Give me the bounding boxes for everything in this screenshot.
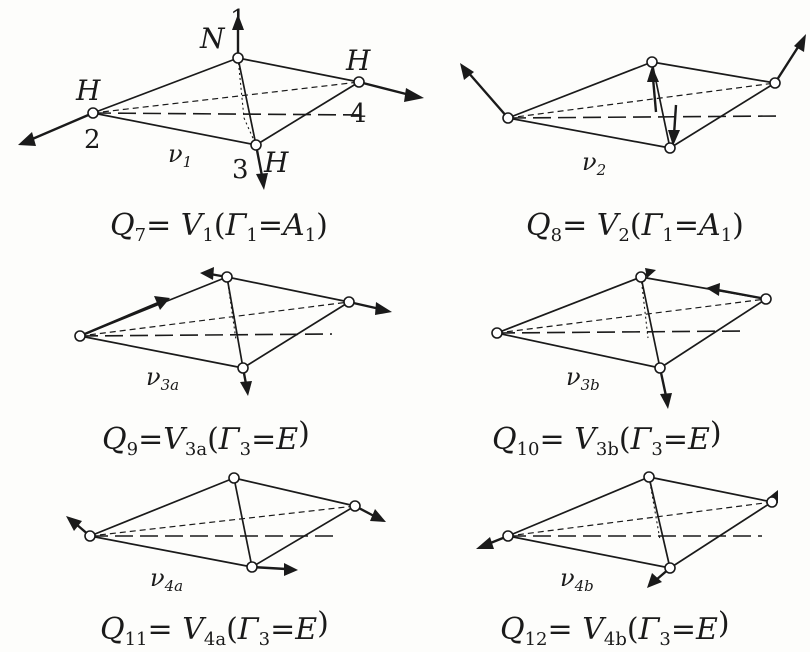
- caption-q7: Q7= V1(Γ1=A1): [110, 208, 328, 246]
- atom-h-4: [349, 500, 361, 512]
- panel-q8: ν2 Q8= V2(Γ1=A1): [460, 34, 806, 246]
- atom-h-2: [87, 107, 99, 119]
- panel-q9: ν3a Q9=V3a(Γ3=E): [74, 267, 392, 460]
- label-1: 1: [230, 5, 247, 35]
- atom-h-3: [654, 362, 666, 374]
- atom-h-2: [74, 330, 86, 342]
- mode-label-q11: ν4a: [150, 564, 183, 595]
- atom-h-4: [343, 296, 355, 308]
- atom-n: [221, 271, 233, 283]
- label-h-left: H: [75, 74, 101, 107]
- atom-n: [232, 52, 244, 64]
- atom-h-4: [769, 77, 781, 89]
- caption-q8: Q8= V2(Γ1=A1): [526, 208, 744, 246]
- atom-n: [228, 472, 240, 484]
- mode-label-q9: ν3a: [146, 363, 179, 394]
- label-n: N: [199, 22, 226, 55]
- label-3: 3: [232, 155, 249, 185]
- molecule-q7: [92, 57, 366, 146]
- atom-h-2: [491, 327, 503, 339]
- label-2: 2: [84, 125, 101, 155]
- molecule-q11: [89, 477, 356, 568]
- mode-label-q7: ν1: [168, 140, 192, 171]
- displacement-arrows-q8: [460, 34, 806, 146]
- atom-n: [635, 271, 647, 283]
- atom-n: [646, 56, 658, 68]
- molecule-q9: [79, 276, 350, 369]
- molecule-q10: [496, 276, 767, 369]
- caption-q10: Q10= V3b(Γ3=E): [492, 416, 722, 460]
- atom-h-3: [664, 562, 676, 574]
- label-4: 4: [350, 99, 367, 129]
- mode-label-q8: ν2: [582, 148, 606, 179]
- panel-q12: ν4b Q12= V4b(Γ3=E): [476, 471, 778, 650]
- caption-q11: Q11= V4a(Γ3=E): [100, 606, 329, 650]
- mode-label-q10: ν3b: [566, 363, 600, 394]
- atom-n: [643, 471, 655, 483]
- panel-q11: ν4a Q11= V4a(Γ3=E): [66, 472, 386, 650]
- displacement-arrows-q10: [640, 268, 767, 409]
- label-h-right: H: [345, 44, 371, 77]
- atom-h-2: [84, 530, 96, 542]
- atom-h-3: [250, 139, 262, 151]
- atom-h-4: [766, 496, 778, 508]
- mode-label-q12: ν4b: [560, 564, 594, 595]
- caption-q9: Q9=V3a(Γ3=E): [102, 416, 310, 460]
- atom-h-2: [502, 112, 514, 124]
- molecule-q12: [507, 476, 773, 569]
- atom-h-2: [502, 530, 514, 542]
- caption-q12: Q12= V4b(Γ3=E): [500, 606, 730, 650]
- atom-h-3: [664, 142, 676, 154]
- label-h-bottom: H: [263, 146, 289, 179]
- atom-h-4: [760, 293, 772, 305]
- atom-h-3: [237, 362, 249, 374]
- molecule-q8: [507, 61, 779, 149]
- atom-h-3: [246, 561, 258, 573]
- panel-q10: ν3b Q10= V3b(Γ3=E): [491, 268, 772, 460]
- atom-h-4: [353, 76, 365, 88]
- panel-q7: N 1 H 2 H 4 3 H ν1 Q7= V1(Γ1=A1): [18, 5, 424, 246]
